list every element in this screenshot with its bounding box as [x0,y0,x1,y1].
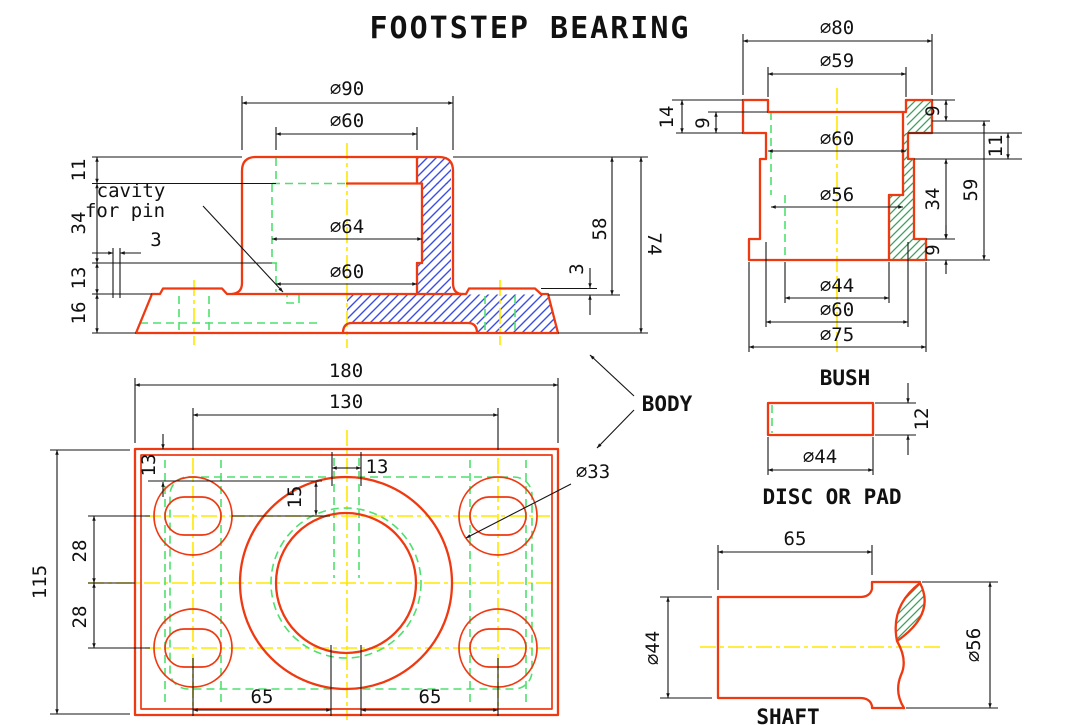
dim-front-d90: ∅90 [330,78,364,100]
dim-bush-11: 11 [985,135,1007,158]
dim-plan-13-center: 13 [366,456,389,478]
dim-bush-9b: 9 [922,244,944,255]
dim-bush-9l: 9 [692,117,714,128]
plan-inner-wall [140,454,553,710]
disc-label: DISC OR PAD [762,485,901,509]
dim-bush-d60b: ∅60 [820,299,854,321]
dim-shaft-65: 65 [784,528,807,550]
note-cavity-line2: for pin [85,200,165,222]
hidden-cavity-circle [270,507,422,659]
dim-disc-d44: ∅44 [803,446,837,468]
page-title: FOOTSTEP BEARING [370,11,691,46]
dim-front-11: 11 [68,159,90,182]
dim-bush-d44: ∅44 [820,275,854,297]
hatch-top-ring [417,157,451,184]
shaft-view: 65 ∅44 ∅56 SHAFT [642,528,998,725]
hatch-wall-lower [417,263,451,295]
body-label: BODY [642,392,693,416]
dim-front-16: 16 [68,302,90,325]
dim-bush-d60: ∅60 [820,128,854,150]
shaft-label: SHAFT [756,705,819,725]
dim-plan-28a: 28 [69,540,91,563]
dim-front-d64: ∅64 [330,216,364,238]
shaft-top [716,580,922,599]
dim-bush-d56: ∅56 [820,184,854,206]
body-leader-plan [596,409,635,449]
body-front-view [134,143,560,348]
dim-front-3-left: 3 [150,229,161,251]
dim-shaft-d56: ∅56 [963,628,985,662]
body-leader-front [589,354,635,397]
plan-outline [133,447,560,717]
dim-bush-34: 34 [922,188,944,211]
dim-bush-d80: ∅80 [820,17,854,39]
dim-shaft-d44: ∅44 [642,631,664,665]
dim-plan-65a: 65 [251,686,274,708]
dim-plan-13: 13 [138,454,160,477]
hatch-wall-upper [422,183,451,263]
bore-circle [274,511,418,655]
boss-circle [238,475,454,691]
dim-bush-d59: ∅59 [820,50,854,72]
body-plan-dims: 180 130 115 13 15 28 28 13 ∅33 65 [29,360,610,716]
note-cavity-line1: cavity [97,180,166,202]
d33-leader [465,483,572,539]
body-front-dims: ∅90 ∅60 11 34 13 16 3 ∅64 ∅60 3 [68,78,665,334]
dim-bush-d75: ∅75 [820,324,854,346]
dim-plan-65b: 65 [419,686,442,708]
body-label-group: BODY [589,354,693,449]
bush-dims: ∅80 ∅59 14 9 ∅60 ∅56 9 11 34 9 59 ∅4 [656,17,1022,390]
dim-front-34: 34 [68,212,90,235]
shaft-break-line [894,581,926,710]
dim-disc-12: 12 [911,408,933,431]
disc-view: 12 ∅44 DISC OR PAD [762,383,933,509]
dim-plan-180: 180 [329,360,363,382]
dim-plan-15: 15 [284,486,306,509]
dim-bush-9r: 9 [922,105,944,116]
dim-front-58: 58 [589,218,611,241]
dim-front-d60-mid: ∅60 [330,261,364,283]
bush-label: BUSH [820,366,871,390]
dim-front-3-right: 3 [566,263,588,274]
dim-plan-28b: 28 [69,606,91,629]
disc-outline [766,401,875,437]
base-pocket [341,321,479,335]
hatch-base [347,294,558,333]
shaft-break-hatch [895,583,925,641]
dim-bush-14: 14 [656,106,678,129]
dim-front-13: 13 [68,267,90,290]
cavity-leader [202,205,284,293]
dim-plan-115: 115 [29,565,51,599]
dim-front-d60-top: ∅60 [330,110,364,132]
dim-bush-59: 59 [960,179,982,202]
dim-plan-d33: ∅33 [576,461,610,483]
hidden-pin-cavity [286,293,300,304]
dim-plan-130: 130 [329,391,363,413]
dim-front-74: 74 [643,233,665,256]
bush-recess [766,98,908,114]
shaft-bottom [716,595,906,710]
